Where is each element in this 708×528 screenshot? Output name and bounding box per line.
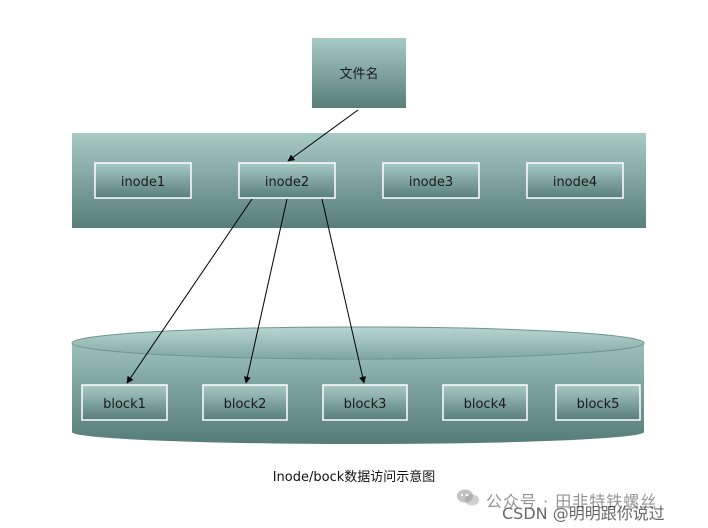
watermark-csdn-text: CSDN @明明跟你说过: [502, 504, 665, 523]
inode-label-1: inode1: [121, 175, 165, 190]
filename-box: 文件名: [312, 38, 406, 108]
disk-cylinder: block1 block2 block3 block4 block5: [71, 326, 645, 444]
arrow-inode2-to-block3: [321, 198, 367, 384]
diagram-caption: Inode/bock数据访问示意图: [272, 470, 436, 485]
inode-table-panel: inode1 inode2 inode3 inode4: [72, 133, 646, 228]
block-box-3: block3: [322, 384, 408, 421]
watermark-wechat-text: 公众号 · 田非特铁螺丝: [486, 492, 658, 511]
block-label-4: block4: [464, 397, 507, 412]
wechat-icon: [457, 489, 479, 506]
block-label-1: block1: [103, 397, 146, 412]
inode-label-2: inode2: [265, 175, 309, 190]
block-box-1: block1: [81, 384, 168, 421]
block-box-4: block4: [442, 384, 528, 421]
inode-box-2: inode2: [238, 162, 336, 199]
inode-label-4: inode4: [553, 175, 597, 190]
inode-label-3: inode3: [409, 175, 453, 190]
arrow-inode2-to-block2: [243, 198, 288, 384]
block-label-2: block2: [224, 397, 267, 412]
filename-label: 文件名: [339, 66, 378, 82]
arrow-filename-to-inode2: [287, 109, 359, 162]
block-label-3: block3: [344, 397, 387, 412]
watermark: 公众号 · 田非特铁螺丝 CSDN @明明跟你说过: [456, 486, 704, 526]
block-box-2: block2: [202, 384, 288, 421]
block-box-5: block5: [555, 384, 641, 421]
arrow-inode2-to-block1: [126, 198, 253, 384]
inode-box-4: inode4: [526, 162, 624, 199]
inode-box-1: inode1: [94, 162, 192, 199]
block-label-5: block5: [577, 397, 620, 412]
inode-box-3: inode3: [382, 162, 480, 199]
